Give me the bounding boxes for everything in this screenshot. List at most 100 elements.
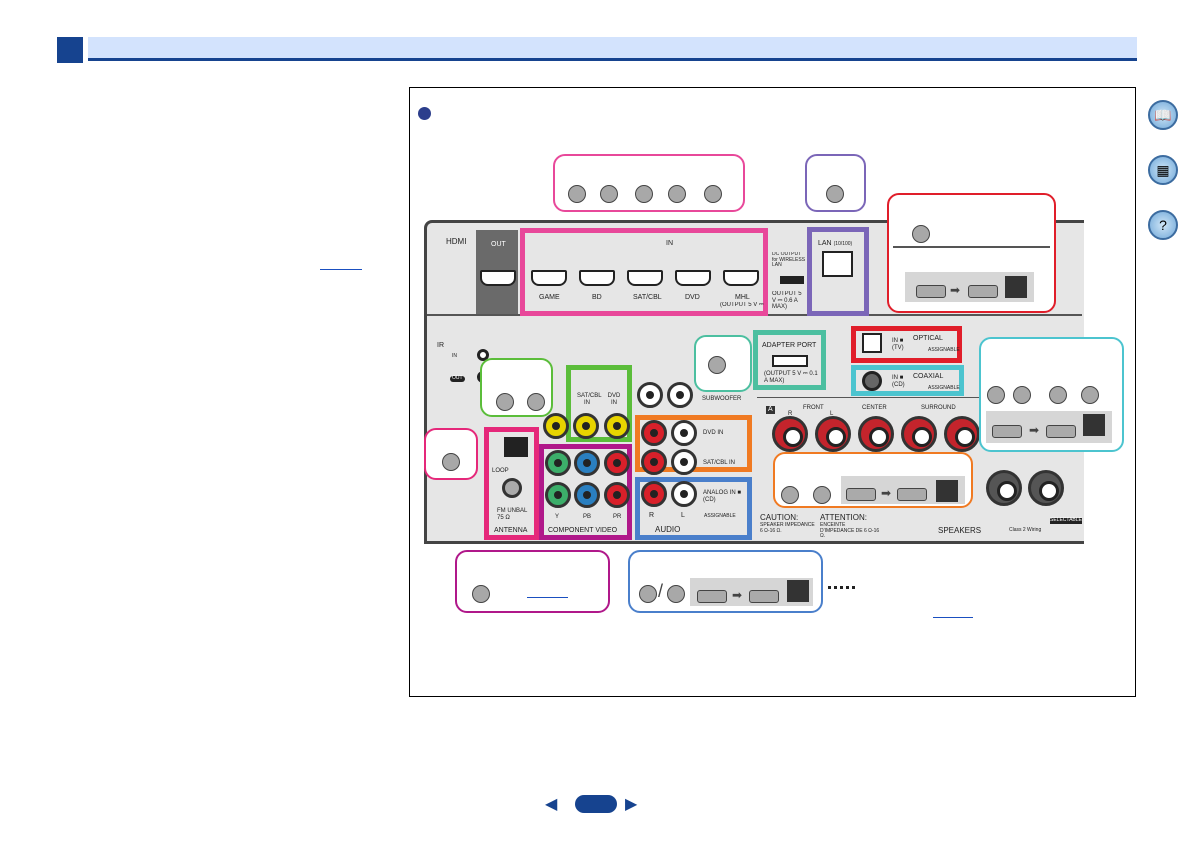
manual-book-icon[interactable]: 📖 bbox=[1148, 100, 1178, 130]
ir-in-jack bbox=[477, 349, 489, 361]
hdmi-port-satcbl bbox=[627, 270, 663, 286]
remote-control-icon[interactable]: ▦ bbox=[1148, 155, 1178, 185]
adapter-callout bbox=[694, 335, 752, 392]
audio-dvd-r bbox=[641, 420, 667, 446]
hdmi-callout bbox=[553, 154, 745, 212]
ir-in-label: IN bbox=[452, 353, 457, 359]
setting-result bbox=[936, 480, 958, 502]
lan-speed: (10/100) bbox=[833, 241, 853, 247]
page-link[interactable] bbox=[933, 617, 973, 618]
ir-out-label: OUT bbox=[450, 375, 465, 382]
composite-dvd-label: DVD IN bbox=[607, 393, 621, 406]
caution-note: SPEAKER IMPEDANCE 6 Ω-16 Ω. bbox=[760, 522, 815, 534]
composite-video-group bbox=[566, 365, 632, 442]
speaker-surround-r bbox=[901, 416, 937, 452]
callout-rule bbox=[893, 246, 1050, 248]
dc-output-port bbox=[780, 276, 804, 284]
callout-marker bbox=[496, 393, 514, 411]
component-y-1 bbox=[545, 450, 571, 476]
lan-callout bbox=[805, 154, 866, 212]
audio-dvd-label: DVD IN bbox=[703, 430, 724, 436]
audio-sat-r bbox=[641, 449, 667, 475]
callout-marker bbox=[472, 585, 490, 603]
setting-result bbox=[1083, 414, 1105, 436]
component-pr-label: PR bbox=[613, 514, 622, 520]
setting-result bbox=[1005, 276, 1027, 298]
hdmi-out-port bbox=[480, 270, 516, 286]
audio-assignable: ASSIGNABLE bbox=[704, 513, 736, 519]
troubleshooting-icon[interactable]: ? bbox=[1148, 210, 1178, 240]
front-l-label: L bbox=[830, 411, 834, 417]
composite-jack-dvd bbox=[604, 413, 630, 439]
caution-label: CAUTION: bbox=[760, 513, 799, 522]
speaker-b-2 bbox=[1028, 470, 1064, 506]
subwoofer-jack-2 bbox=[667, 382, 693, 408]
setting-step bbox=[697, 590, 727, 603]
hdmi-port-bd bbox=[579, 270, 615, 286]
component-pr-2 bbox=[604, 482, 630, 508]
setting-step bbox=[992, 425, 1022, 438]
next-page-button[interactable]: ▶ bbox=[625, 796, 638, 813]
setting-step bbox=[749, 590, 779, 603]
component-callout bbox=[455, 550, 610, 613]
callout-marker bbox=[527, 393, 545, 411]
callout-marker bbox=[635, 185, 653, 203]
setting-step bbox=[968, 285, 998, 298]
hdmi-in-group bbox=[520, 228, 768, 316]
audio-r-label: R bbox=[649, 512, 655, 519]
coaxial-assignable: ASSIGNABLE bbox=[928, 385, 960, 391]
front-label: FRONT bbox=[803, 405, 824, 411]
audio-dvd-l bbox=[671, 420, 697, 446]
previous-page-button[interactable]: ◀ bbox=[545, 796, 558, 813]
component-y-label: Y bbox=[555, 514, 560, 520]
lan-text: LAN bbox=[818, 240, 832, 247]
lan-group bbox=[807, 227, 869, 316]
page-link[interactable] bbox=[527, 597, 568, 598]
component-pb-2 bbox=[574, 482, 600, 508]
subwoofer-jack-1 bbox=[637, 382, 663, 408]
speaker-front-l bbox=[815, 416, 851, 452]
speakers-label: SPEAKERS bbox=[938, 526, 982, 535]
antenna-label: ANTENNA bbox=[494, 527, 528, 534]
callout-marker bbox=[813, 486, 831, 504]
speaker-b-1 bbox=[986, 470, 1022, 506]
coaxial-in-label: IN ■ (CD) bbox=[892, 375, 905, 388]
callout-marker bbox=[668, 185, 686, 203]
optical-assignable: ASSIGNABLE bbox=[928, 347, 960, 353]
optical-label: OPTICAL bbox=[913, 335, 943, 342]
speaker-a-label: A bbox=[766, 406, 775, 414]
hdmi-in-label: IN bbox=[666, 240, 673, 247]
attention-note: ENCEINTE D'IMPEDANCE DE 6 Ω-16 Ω. bbox=[820, 522, 880, 539]
callout-marker bbox=[667, 585, 685, 603]
audio-cd-r bbox=[641, 481, 667, 507]
speaker-divider bbox=[757, 397, 1077, 398]
page-number-pill[interactable] bbox=[575, 795, 617, 813]
lan-label: LAN (10/100) bbox=[818, 240, 852, 248]
component-pb-label: PB bbox=[583, 514, 592, 520]
setting-step bbox=[897, 488, 927, 501]
audio-cd-group bbox=[635, 477, 752, 540]
speaker-front-r bbox=[772, 416, 808, 452]
hdmi-port-game bbox=[531, 270, 567, 286]
page-link[interactable] bbox=[320, 269, 362, 270]
dc-output-label: DC OUTPUT for WIRELESS LAN bbox=[772, 252, 806, 266]
setting-step bbox=[846, 488, 876, 501]
antenna-group bbox=[484, 427, 539, 540]
component-video-label: COMPONENT VIDEO bbox=[548, 527, 618, 534]
section-number-badge bbox=[57, 37, 83, 63]
dotted-leader bbox=[828, 586, 855, 589]
callout-marker bbox=[987, 386, 1005, 404]
callout-marker bbox=[912, 225, 930, 243]
arrow-right-icon: ➡ bbox=[1029, 423, 1040, 437]
composite-jack-extra bbox=[543, 413, 569, 439]
audio-sat-label: SAT/CBL IN bbox=[703, 460, 736, 466]
slash-separator: / bbox=[658, 581, 664, 601]
audio-cd-l bbox=[671, 481, 697, 507]
component-pb-1 bbox=[574, 450, 600, 476]
callout-marker bbox=[600, 185, 618, 203]
callout-marker bbox=[781, 486, 799, 504]
optical-in-label: IN ■ (TV) bbox=[892, 338, 904, 351]
setting-result bbox=[787, 580, 809, 602]
front-r-label: R bbox=[788, 411, 793, 417]
setting-step bbox=[916, 285, 946, 298]
